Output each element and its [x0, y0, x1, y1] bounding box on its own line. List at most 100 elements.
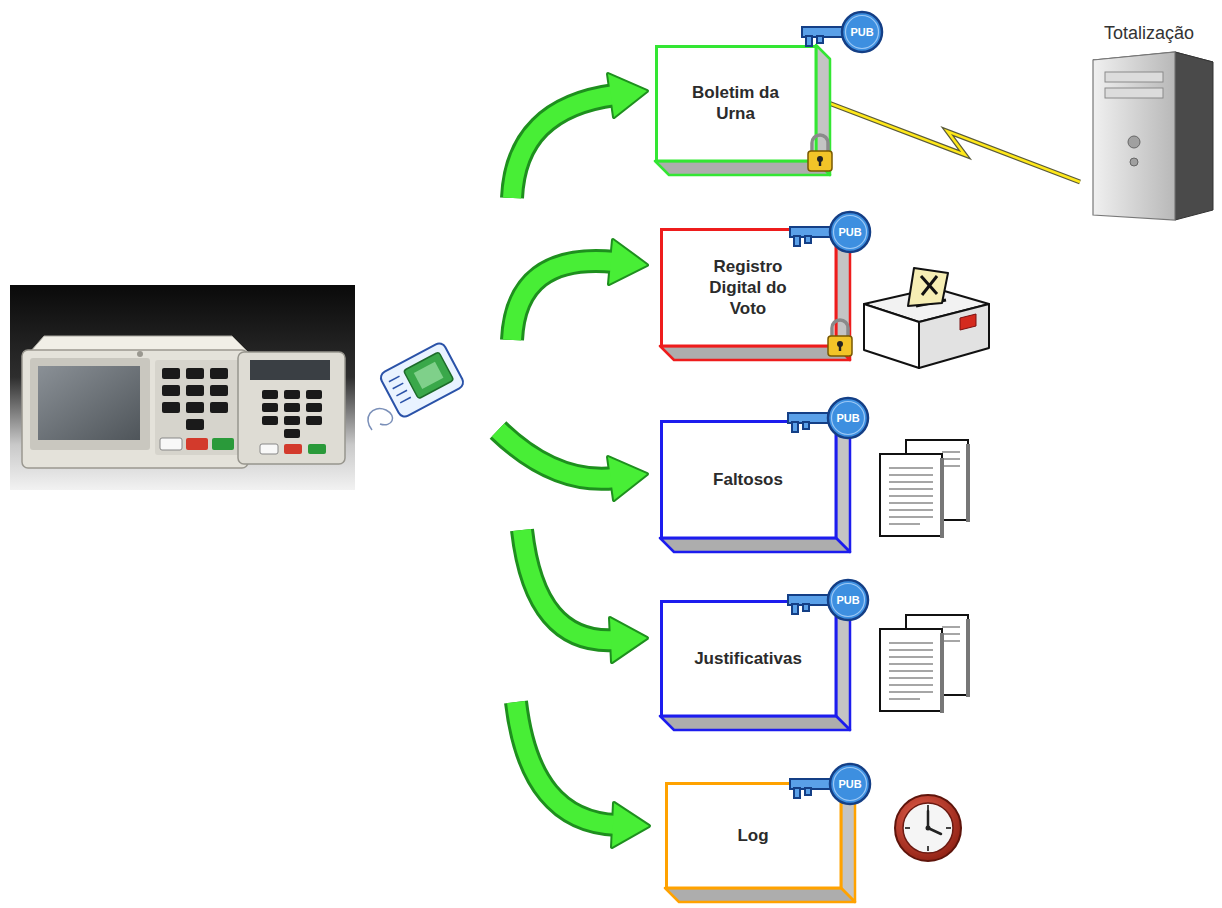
- voting-machine-photo: [238, 352, 345, 464]
- storage-box: Justificativas: [660, 600, 850, 730]
- voting-machine-photo: [284, 403, 300, 412]
- documents-icon: [942, 640, 960, 642]
- flow-arrows: [608, 74, 647, 117]
- box-outline: [655, 161, 830, 175]
- key-drawing: [794, 236, 800, 246]
- key-label: PUB: [828, 591, 868, 609]
- memory-card-icon: [396, 390, 407, 396]
- key-drawing: [805, 788, 811, 795]
- clock-icon: [905, 805, 951, 851]
- key-drawing: [830, 764, 870, 804]
- box-label: Faltosos: [713, 469, 783, 490]
- flow-arrows: [498, 74, 649, 847]
- ballot-box-icon: [921, 276, 937, 294]
- voting-machine-photo: [160, 438, 182, 450]
- documents-icon: [889, 474, 933, 476]
- memory-card-icon: [378, 341, 465, 419]
- server-label: Totalização: [1080, 22, 1218, 44]
- box-face: Justificativas: [660, 600, 836, 716]
- ballot-box-icon: [960, 314, 976, 330]
- clock-icon: [895, 795, 961, 861]
- flow-arrows: [498, 430, 615, 479]
- voting-machine-photo: [306, 416, 322, 425]
- box-label: Log: [737, 825, 768, 846]
- documents-icon: [942, 626, 960, 628]
- padlock-icon: [839, 345, 841, 351]
- server-icon: [1080, 50, 1218, 222]
- voting-machine-photo: [10, 285, 355, 490]
- box-outline: [836, 420, 850, 552]
- key-drawing: [805, 236, 811, 243]
- server-icon: [1128, 136, 1140, 148]
- padlock-icon: [828, 320, 852, 356]
- voting-machine-photo: [186, 385, 204, 396]
- key-icon: PUB: [784, 759, 874, 809]
- voting-machine-photo: [262, 390, 278, 399]
- documents-icon: [889, 523, 920, 525]
- key-drawing: [828, 580, 868, 620]
- memory-card-icon: [378, 341, 465, 419]
- voting-machine-photo: [162, 385, 180, 396]
- documents-icon: [889, 468, 933, 524]
- flow-arrows: [522, 530, 615, 640]
- memory-card-icon: [403, 352, 453, 399]
- documents-icon: [889, 495, 933, 497]
- voting-machine-photo: [162, 368, 228, 430]
- voting-machine-photo: [186, 419, 204, 430]
- voting-machine-photo: [262, 403, 278, 412]
- box-outline: [662, 602, 837, 717]
- voting-machine-photo: [306, 403, 322, 412]
- box-outline: [667, 784, 842, 889]
- memory-card-icon: [414, 362, 444, 389]
- key-drawing: [794, 788, 800, 798]
- box-label: Justificativas: [694, 648, 802, 669]
- box-outline: [657, 47, 817, 162]
- documents-icon: [940, 458, 944, 538]
- documents-icon: [889, 481, 933, 483]
- voting-machine-photo: [260, 444, 278, 454]
- ballot-box-icon: [919, 304, 989, 368]
- documents-icon: [889, 656, 933, 658]
- documents-icon: [889, 663, 933, 665]
- flow-arrows: [610, 618, 647, 662]
- memory-card-icon: [368, 341, 466, 430]
- memory-card-icon: [393, 383, 404, 389]
- documents-icon: [942, 458, 960, 460]
- flow-arrows: [608, 457, 647, 500]
- storage-box: Log: [665, 782, 855, 902]
- padlock-icon: [819, 160, 821, 166]
- key-drawing: [806, 36, 812, 46]
- ballot-box-icon: [922, 276, 937, 295]
- box-outline: [660, 538, 850, 552]
- flow-arrows: [516, 702, 617, 825]
- flow-arrows: [612, 803, 649, 847]
- flow-arrows: [612, 803, 649, 847]
- key-icon: PUB: [784, 207, 874, 257]
- server-icon: [1105, 88, 1163, 98]
- voting-machine-photo: [284, 429, 300, 438]
- documents-icon: [880, 454, 942, 536]
- box-outline: [660, 716, 850, 730]
- clock-icon: [905, 827, 910, 829]
- key-drawing: [792, 422, 798, 432]
- box-face: Registro Digital do Voto: [660, 228, 836, 346]
- key-drawing: [792, 604, 798, 614]
- voting-machine-photo: [212, 438, 234, 450]
- storage-box: Boletim da Urna: [655, 45, 830, 175]
- voting-machine-photo: [250, 360, 330, 380]
- key-label: PUB: [842, 23, 882, 41]
- key-drawing: [830, 212, 870, 252]
- clock-icon: [927, 846, 929, 851]
- key-drawing: [803, 422, 809, 429]
- box-face: Boletim da Urna: [655, 45, 816, 161]
- memory-card-icon: [400, 397, 411, 403]
- box-outline: [665, 888, 855, 902]
- documents-icon: [889, 643, 933, 699]
- voting-machine-photo: [22, 350, 248, 468]
- box-outline: [662, 422, 837, 539]
- padlock-icon: [812, 135, 828, 152]
- documents-icon: [889, 488, 933, 490]
- voting-machine-photo: [186, 438, 208, 450]
- clock-icon: [927, 811, 930, 828]
